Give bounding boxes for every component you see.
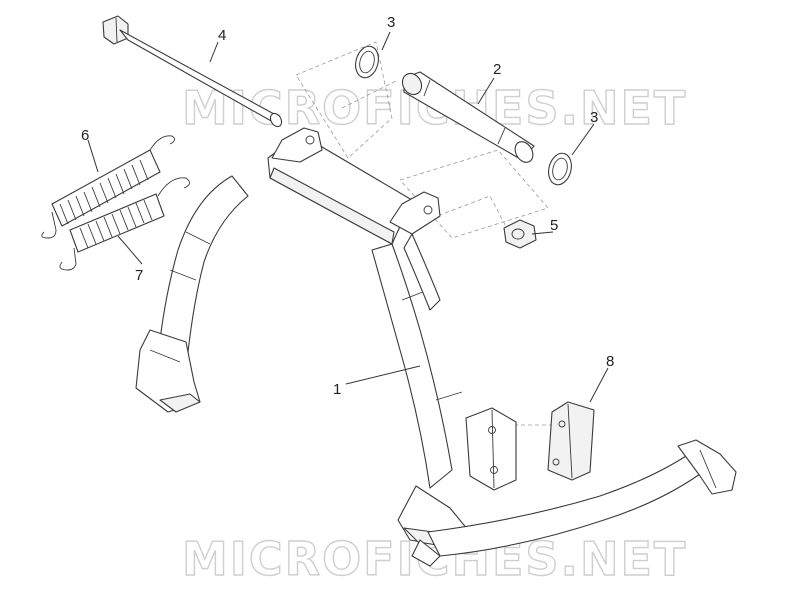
callout-7: 7 bbox=[135, 267, 143, 284]
part-3-washer-top bbox=[355, 45, 379, 79]
callout-3-top: 3 bbox=[387, 14, 395, 31]
part-3-washer-right bbox=[548, 152, 572, 186]
callout-3-right: 3 bbox=[590, 109, 598, 126]
part-8-rubber-pad bbox=[547, 401, 595, 481]
leader-lines bbox=[87, 31, 609, 403]
callout-6: 6 bbox=[81, 127, 89, 144]
part-2-pin bbox=[401, 71, 535, 163]
callout-4: 4 bbox=[218, 27, 226, 44]
part-5-nut bbox=[503, 219, 537, 249]
callout-1: 1 bbox=[333, 381, 341, 398]
part-7-spring bbox=[59, 177, 190, 271]
part-1-center-stand bbox=[135, 127, 737, 567]
callout-2: 2 bbox=[493, 61, 501, 78]
part-6-spring bbox=[41, 135, 175, 239]
part-4-bolt bbox=[102, 15, 283, 128]
callout-5: 5 bbox=[550, 217, 558, 234]
callout-8: 8 bbox=[606, 353, 614, 370]
